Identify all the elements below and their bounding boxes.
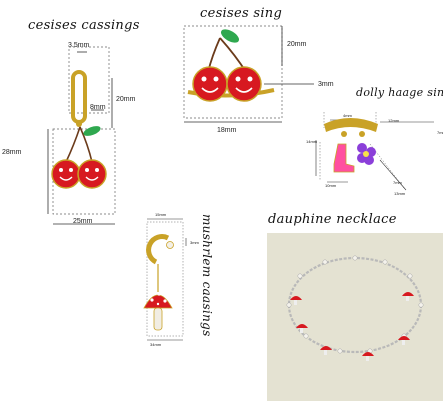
earring-stem-left <box>65 126 81 163</box>
dim-earring-top: 3.5mm <box>68 42 90 49</box>
mushroom-earring <box>143 218 187 341</box>
ring-guides <box>183 25 283 119</box>
dim-dolly-7: 13mm <box>394 191 406 196</box>
dim-dolly-6: 7mm <box>393 180 402 185</box>
dolly-ring <box>315 112 434 191</box>
dim-dolly-1: 4mm <box>343 113 352 118</box>
dolly-charm-ring-1 <box>341 131 347 137</box>
dolly-charm-ring-2 <box>359 131 365 137</box>
ring-smiles <box>201 87 253 93</box>
dim-mushroom-top: 15mm <box>155 212 167 217</box>
necklace-mushroom-charms <box>290 292 414 361</box>
necklace-panel <box>267 233 443 401</box>
title-cherries-earrings: cesises cassings <box>28 18 140 33</box>
earring-hoop <box>71 70 87 124</box>
earring-smiles <box>59 176 99 181</box>
earring-leaf <box>83 126 101 136</box>
ring-eyes <box>201 76 253 82</box>
mushroom-pearl <box>166 241 174 249</box>
dolly-band <box>324 118 378 132</box>
dim-ring-width: 18mm <box>217 127 237 134</box>
dim-dolly-5: 10mm <box>325 183 337 188</box>
cherry-earring <box>47 46 116 225</box>
earring-jumpring <box>76 121 82 127</box>
earring-guides <box>52 46 116 215</box>
mushroom-guides <box>146 221 184 337</box>
mushroom-cap <box>143 294 173 309</box>
mushroom-stem <box>153 307 163 331</box>
dim-mushroom-bottom: 34mm <box>150 342 162 347</box>
necklace-pearls <box>286 255 424 354</box>
dim-dolly-2: 12mm <box>388 118 400 123</box>
dolly-boot-charm <box>333 143 355 173</box>
earring-dim-lines <box>47 51 115 225</box>
mushroom-hoop <box>146 234 170 265</box>
dim-dolly-4: 14mm <box>306 139 318 144</box>
title-dolly-rings: dolly haage sing <box>356 86 443 99</box>
dim-earring-total: 28mm <box>2 149 22 156</box>
ring-dim-lines <box>184 26 314 123</box>
ring-leaf <box>220 29 240 43</box>
earring-stem-right <box>79 126 93 163</box>
earring-faces <box>59 168 99 172</box>
mushroom-dim-lines <box>147 218 187 341</box>
ring-cherry-left <box>192 66 228 102</box>
earring-cherry-right <box>77 159 107 189</box>
dolly-flower-charm <box>357 143 376 165</box>
mushroom-dots <box>150 292 167 306</box>
dim-earring-gap: 8mm <box>90 104 106 111</box>
dim-mushroom-side: 3mm <box>190 240 199 245</box>
dim-ring-top: 20mm <box>287 41 307 48</box>
earring-cherry-left <box>51 159 81 189</box>
dauphine-necklace <box>286 255 424 361</box>
dim-dolly-3: 7mm <box>437 130 443 135</box>
ring-cherry-right <box>226 66 262 102</box>
dim-earring-width: 25mm <box>73 218 93 225</box>
title-cherries-ring: cesises sing <box>200 6 283 21</box>
cherry-ring <box>183 25 314 123</box>
dim-earring-hoop: 20mm <box>116 96 136 103</box>
title-dauphine-necklace: dauphine necklace <box>268 212 397 227</box>
dim-ring-band: 3mm <box>318 81 334 88</box>
